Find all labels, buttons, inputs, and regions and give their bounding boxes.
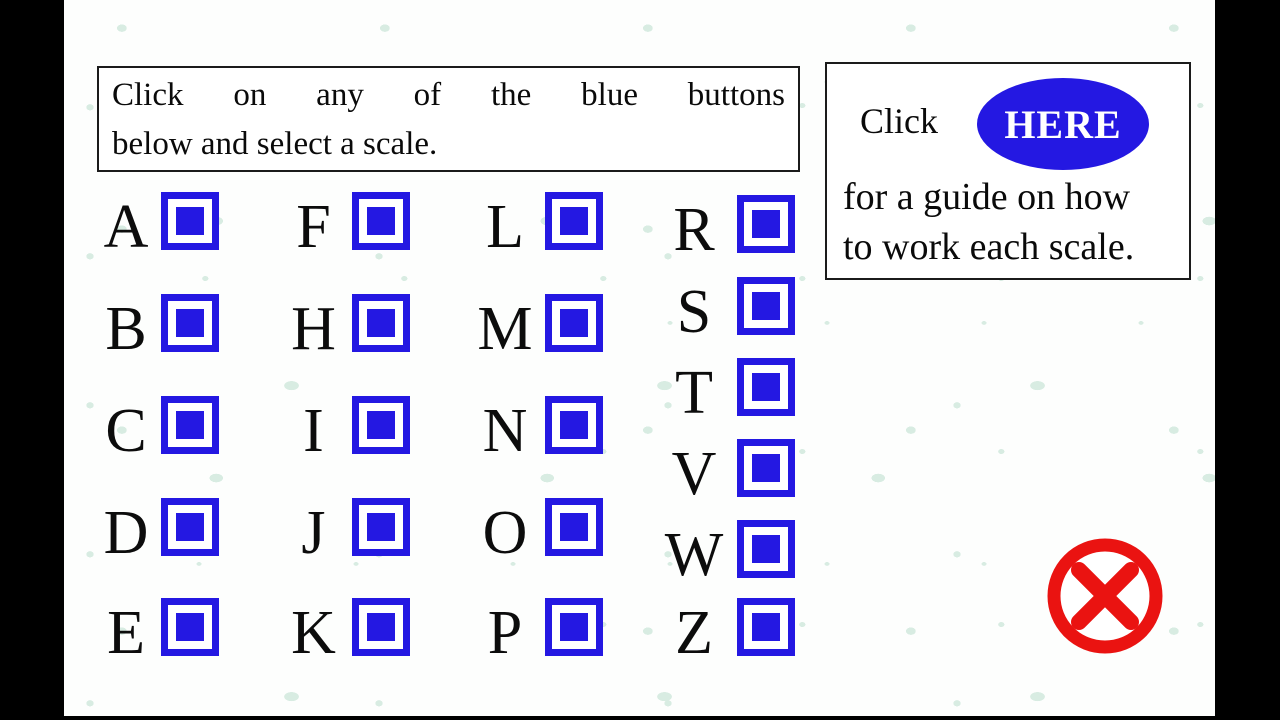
blue-square-icon <box>560 309 588 337</box>
scale-row: K <box>275 598 410 667</box>
scale-letter-P: P <box>487 599 523 667</box>
scale-button-V[interactable] <box>737 439 795 497</box>
scale-button-P[interactable] <box>545 598 603 656</box>
instruction-box: Click on any of the blue buttons below a… <box>97 66 800 172</box>
scale-button-L[interactable] <box>545 192 603 250</box>
scale-row: J <box>275 498 410 567</box>
scale-row: R <box>651 195 795 264</box>
here-button[interactable]: HERE <box>977 78 1149 170</box>
scale-button-K[interactable] <box>352 598 410 656</box>
scale-row: Z <box>651 598 795 667</box>
scale-letter-V: V <box>671 440 717 508</box>
scale-row: T <box>651 358 795 427</box>
scale-button-T[interactable] <box>737 358 795 416</box>
blue-square-icon <box>176 207 204 235</box>
scale-letter-O: O <box>482 499 528 567</box>
scale-button-Z[interactable] <box>737 598 795 656</box>
guide-line-2: to work each scale. <box>843 226 1135 268</box>
scale-button-N[interactable] <box>545 396 603 454</box>
scale-letter-E: E <box>107 599 145 667</box>
scale-row: L <box>465 192 603 261</box>
scale-button-B[interactable] <box>161 294 219 352</box>
blue-square-icon <box>367 411 395 439</box>
scale-button-D[interactable] <box>161 498 219 556</box>
scale-button-R[interactable] <box>737 195 795 253</box>
scale-button-W[interactable] <box>737 520 795 578</box>
blue-square-icon <box>752 613 780 641</box>
blue-square-icon <box>560 513 588 541</box>
guide-text: for a guide on how to work each scale. <box>843 172 1183 272</box>
blue-square-icon <box>367 207 395 235</box>
x-circle-icon <box>1047 538 1163 654</box>
scale-button-J[interactable] <box>352 498 410 556</box>
scale-row: D <box>91 498 219 567</box>
blue-square-icon <box>752 210 780 238</box>
scale-button-C[interactable] <box>161 396 219 454</box>
scale-row: F <box>275 192 410 261</box>
guide-box: Click HERE for a guide on how to work ea… <box>825 62 1191 280</box>
guide-click-label: Click <box>860 101 938 141</box>
blue-square-icon <box>367 613 395 641</box>
scale-letter-W: W <box>664 521 724 589</box>
blue-square-icon <box>752 373 780 401</box>
scale-letter-Z: Z <box>675 599 713 667</box>
guide-line-1: for a guide on how <box>843 176 1131 218</box>
scale-row: C <box>91 396 219 465</box>
scale-letter-A: A <box>103 193 149 261</box>
scale-letter-J: J <box>301 499 326 567</box>
blue-square-icon <box>752 454 780 482</box>
scale-row: S <box>651 277 795 346</box>
scale-letter-H: H <box>291 295 336 363</box>
scale-row: I <box>275 396 410 465</box>
scale-row: B <box>91 294 219 363</box>
scale-letter-B: B <box>105 295 147 363</box>
scale-letter-N: N <box>482 397 528 465</box>
scale-row: M <box>465 294 603 363</box>
scale-button-F[interactable] <box>352 192 410 250</box>
scale-letter-T: T <box>675 359 713 427</box>
scale-button-A[interactable] <box>161 192 219 250</box>
scale-button-I[interactable] <box>352 396 410 454</box>
blue-square-icon <box>752 535 780 563</box>
blue-square-icon <box>560 411 588 439</box>
blue-square-icon <box>176 309 204 337</box>
blue-square-icon <box>176 411 204 439</box>
instruction-line-2: below and select a scale. <box>112 126 438 162</box>
instruction-line-1: Click on any of the blue buttons <box>112 77 785 113</box>
blue-square-icon <box>560 613 588 641</box>
scale-row: N <box>465 396 603 465</box>
scale-row: E <box>91 598 219 667</box>
scale-row: O <box>465 498 603 567</box>
blue-square-icon <box>560 207 588 235</box>
scale-button-H[interactable] <box>352 294 410 352</box>
scale-letter-S: S <box>676 278 712 346</box>
scale-letter-C: C <box>105 397 147 465</box>
scale-button-S[interactable] <box>737 277 795 335</box>
main-canvas: Click on any of the blue buttons below a… <box>64 0 1215 716</box>
scale-row: A <box>91 192 219 261</box>
blue-square-icon <box>367 513 395 541</box>
scale-row: P <box>465 598 603 667</box>
scale-button-E[interactable] <box>161 598 219 656</box>
scale-letter-F: F <box>296 193 331 261</box>
scale-letter-I: I <box>303 397 324 465</box>
instruction-text: Click on any of the blue buttons below a… <box>99 68 798 169</box>
scale-letter-K: K <box>291 599 336 667</box>
scale-letter-D: D <box>103 499 149 567</box>
blue-square-icon <box>176 613 204 641</box>
scale-button-M[interactable] <box>545 294 603 352</box>
scale-letter-L: L <box>486 193 524 261</box>
blue-square-icon <box>367 309 395 337</box>
scale-letter-M: M <box>477 295 533 363</box>
scale-row: W <box>651 520 795 589</box>
scale-row: H <box>275 294 410 363</box>
blue-square-icon <box>752 292 780 320</box>
scale-letter-R: R <box>673 196 715 264</box>
scale-button-O[interactable] <box>545 498 603 556</box>
blue-square-icon <box>176 513 204 541</box>
scale-row: V <box>651 439 795 508</box>
close-button[interactable] <box>1045 536 1165 656</box>
